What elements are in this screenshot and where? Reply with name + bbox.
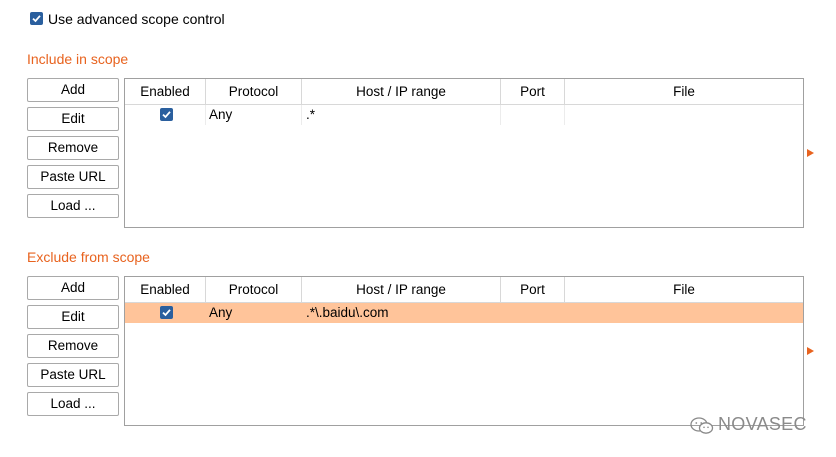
exclude-edit-button[interactable]: Edit xyxy=(27,305,119,329)
row-enabled-checkbox[interactable] xyxy=(160,306,173,319)
table-row[interactable]: Any .*\.baidu\.com xyxy=(125,303,803,323)
column-port[interactable]: Port xyxy=(501,277,565,302)
row-enabled-checkbox[interactable] xyxy=(160,108,173,121)
advanced-scope-checkbox[interactable] xyxy=(30,12,43,25)
row-protocol: Any xyxy=(206,105,302,125)
row-host: .*\.baidu\.com xyxy=(306,305,389,320)
include-table-header: Enabled Protocol Host / IP range Port Fi… xyxy=(125,79,803,105)
column-file[interactable]: File xyxy=(673,282,695,297)
include-scope-table[interactable]: Enabled Protocol Host / IP range Port Fi… xyxy=(124,78,804,228)
wechat-icon xyxy=(690,417,714,438)
column-port[interactable]: Port xyxy=(501,79,565,104)
exclude-table-header: Enabled Protocol Host / IP range Port Fi… xyxy=(125,277,803,303)
include-scope-title: Include in scope xyxy=(27,51,129,67)
column-protocol[interactable]: Protocol xyxy=(206,79,302,104)
row-port xyxy=(501,303,565,323)
watermark-text: NOVASEC xyxy=(718,414,807,434)
column-host[interactable]: Host / IP range xyxy=(302,79,501,104)
exclude-scope-title: Exclude from scope xyxy=(27,249,150,265)
column-file[interactable]: File xyxy=(673,84,695,99)
row-file xyxy=(565,105,803,125)
exclude-scope-table[interactable]: Enabled Protocol Host / IP range Port Fi… xyxy=(124,276,804,426)
expand-arrow-icon[interactable] xyxy=(807,347,814,355)
expand-arrow-icon[interactable] xyxy=(807,149,814,157)
column-enabled[interactable]: Enabled xyxy=(125,277,206,302)
include-remove-button[interactable]: Remove xyxy=(27,136,119,160)
column-protocol[interactable]: Protocol xyxy=(206,277,302,302)
include-load-button[interactable]: Load ... xyxy=(27,194,119,218)
exclude-paste-url-button[interactable]: Paste URL xyxy=(27,363,119,387)
row-port xyxy=(501,105,565,125)
include-edit-button[interactable]: Edit xyxy=(27,107,119,131)
column-enabled[interactable]: Enabled xyxy=(125,79,206,104)
row-protocol: Any xyxy=(209,305,233,320)
exclude-remove-button[interactable]: Remove xyxy=(27,334,119,358)
table-row[interactable]: Any .* xyxy=(125,105,803,125)
exclude-load-button[interactable]: Load ... xyxy=(27,392,119,416)
exclude-add-button[interactable]: Add xyxy=(27,276,119,300)
include-add-button[interactable]: Add xyxy=(27,78,119,102)
advanced-scope-label: Use advanced scope control xyxy=(48,11,225,27)
row-host: .* xyxy=(302,105,501,125)
include-paste-url-button[interactable]: Paste URL xyxy=(27,165,119,189)
column-host[interactable]: Host / IP range xyxy=(302,277,501,302)
row-enabled-cell xyxy=(125,105,206,125)
row-file xyxy=(565,303,803,323)
